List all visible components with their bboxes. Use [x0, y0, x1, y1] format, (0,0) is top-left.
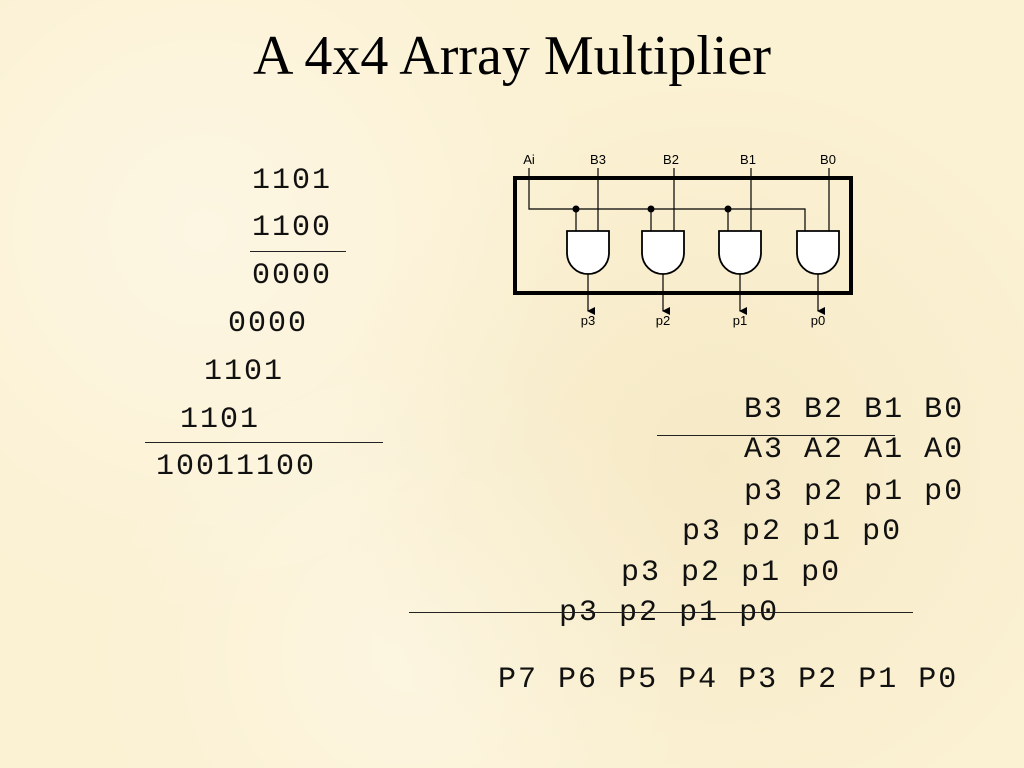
slide-title: A 4x4 Array Multiplier — [253, 25, 771, 87]
product-row: P7 P6 P5 P4 P3 P2 P1 P0 — [418, 629, 958, 731]
and-gate-1 — [718, 230, 762, 275]
partial-cell: p2 — [681, 556, 722, 590]
row-a-cell: A2 — [804, 433, 845, 467]
sum-line — [145, 442, 383, 443]
row-b-cell: B1 — [864, 393, 905, 427]
junction-dot — [724, 205, 732, 213]
product-bit: P4 — [678, 663, 719, 697]
partial-cell: p1 — [864, 475, 905, 509]
row-b-cell: B3 — [744, 393, 785, 427]
multiplier: 1100 — [252, 211, 333, 245]
partial-row-2: p3 p2 p1 p0 — [541, 522, 841, 624]
partial-cell: p1 — [802, 515, 843, 549]
symbolic-underline — [657, 435, 895, 436]
row-a-cell: A1 — [864, 433, 905, 467]
binary-result: 10011100 — [156, 450, 317, 484]
partial-row-1: p3 p2 p1 p0 — [602, 481, 902, 583]
output-label-p3: p3 — [581, 313, 595, 328]
row-b-cell: B0 — [924, 393, 965, 427]
output-label-p2: p2 — [656, 313, 670, 328]
partial-cell: p0 — [924, 475, 965, 509]
partial-cell: p2 — [804, 475, 845, 509]
row-a-cell: A0 — [924, 433, 965, 467]
partial-cell: p0 — [739, 596, 780, 630]
product-bit: P6 — [558, 663, 599, 697]
and-gate-3 — [566, 230, 610, 275]
b-input-wires — [597, 168, 830, 231]
product-bit: P1 — [858, 663, 899, 697]
partial-cell: p3 — [621, 556, 662, 590]
junction-dot — [647, 205, 655, 213]
input-label-b0: B0 — [820, 152, 836, 167]
product-bit: P7 — [498, 663, 539, 697]
partial-cell: p3 — [682, 515, 723, 549]
row-a-cell: A3 — [744, 433, 785, 467]
input-label-b2: B2 — [663, 152, 679, 167]
multiplicand: 1101 — [252, 164, 333, 198]
product-sum-line — [409, 612, 913, 613]
output-label-p0: p0 — [811, 313, 825, 328]
partial-cell: p3 — [559, 596, 600, 630]
row-a: A3 A2 A1 A0 — [664, 399, 964, 501]
partial-product-0: 0000 — [252, 259, 333, 293]
partial-cell: p0 — [862, 515, 903, 549]
partial-cell: p3 — [744, 475, 785, 509]
partial-cell: p2 — [619, 596, 660, 630]
product-bit: P5 — [618, 663, 659, 697]
partial-row-0: p3 p2 p1 p0 — [664, 441, 964, 543]
partial-cell: p1 — [741, 556, 782, 590]
partial-cell: p2 — [742, 515, 783, 549]
partial-cell: p0 — [801, 556, 842, 590]
product-bit: P0 — [918, 663, 959, 697]
and-gate-2 — [641, 230, 685, 275]
input-label-b1: B1 — [740, 152, 756, 167]
output-label-p1: p1 — [733, 313, 747, 328]
circuit-box — [513, 176, 853, 295]
partial-product-1: 0000 — [228, 307, 309, 341]
junction-dot — [572, 205, 580, 213]
product-bit: P3 — [738, 663, 779, 697]
input-label-b3: B3 — [590, 152, 606, 167]
partial-product-3: 1101 — [180, 403, 261, 437]
multiplier-underline — [250, 251, 346, 252]
and-gate-circuit: Ai B3 B2 B1 B0 p3 p2 p1 p0 — [513, 152, 853, 328]
row-b: B3 B2 B1 B0 — [664, 359, 964, 461]
row-b-cell: B2 — [804, 393, 845, 427]
partial-row-3: p3 p2 p1 p0 — [479, 562, 779, 664]
partial-cell: p1 — [679, 596, 720, 630]
product-bit: P2 — [798, 663, 839, 697]
ai-bus-wire — [528, 168, 806, 231]
partial-product-2: 1101 — [204, 355, 285, 389]
and-gate-0 — [796, 230, 840, 275]
input-label-ai: Ai — [523, 152, 535, 167]
